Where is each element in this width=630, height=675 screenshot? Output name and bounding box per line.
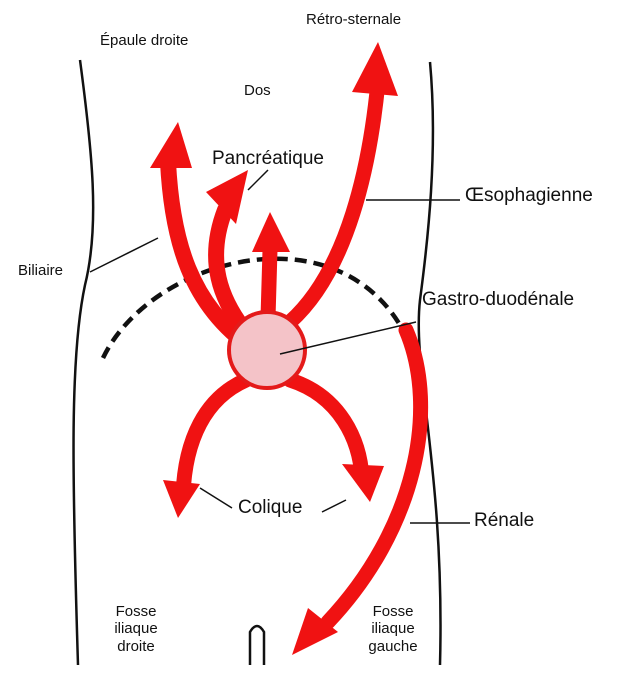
dos-arrowhead [252,212,290,252]
label-fosse-iliaque-droite: Fosse iliaque droite [108,603,164,655]
label-gastro-duodenale: Gastro-duodénale [422,289,574,311]
fosse-droite-line-2: iliaque [108,620,164,637]
gastro-duodenal-center [229,312,305,388]
biliaire-arrowhead [150,122,192,168]
leader-colique-left [200,488,232,508]
label-dos: Dos [244,82,271,99]
colique-right-arrowhead [342,464,384,502]
label-pancreatique: Pancréatique [212,148,324,170]
colique-left-arrow-shaft [183,380,246,495]
dos-arrow-shaft [268,250,270,318]
fosse-droite-line-1: Fosse [108,603,164,620]
body-outline-left [74,60,94,665]
leader-pancreatique [248,170,268,190]
label-oesophagienne: Œsophagienne [465,185,593,207]
oesophagienne-arrowhead [352,42,398,96]
label-retro-sternale: Rétro-sternale [306,11,401,28]
label-renale: Rénale [474,510,534,532]
midline-groin [250,626,264,665]
fosse-gauche-line-2: iliaque [362,620,424,637]
label-biliaire: Biliaire [18,262,63,279]
colique-right-arrow-shaft [290,380,362,478]
label-epaule-droite: Épaule droite [100,32,188,49]
leader-biliaire [90,238,158,272]
colique-left-arrowhead [163,480,200,518]
fosse-gauche-line-3: gauche [362,638,424,655]
leader-colique-right [322,500,346,512]
oesophagienne-arrow-shaft [290,82,378,322]
label-fosse-iliaque-gauche: Fosse iliaque gauche [362,603,424,655]
fosse-droite-line-3: droite [108,638,164,655]
label-colique: Colique [238,497,302,519]
fosse-gauche-line-1: Fosse [362,603,424,620]
